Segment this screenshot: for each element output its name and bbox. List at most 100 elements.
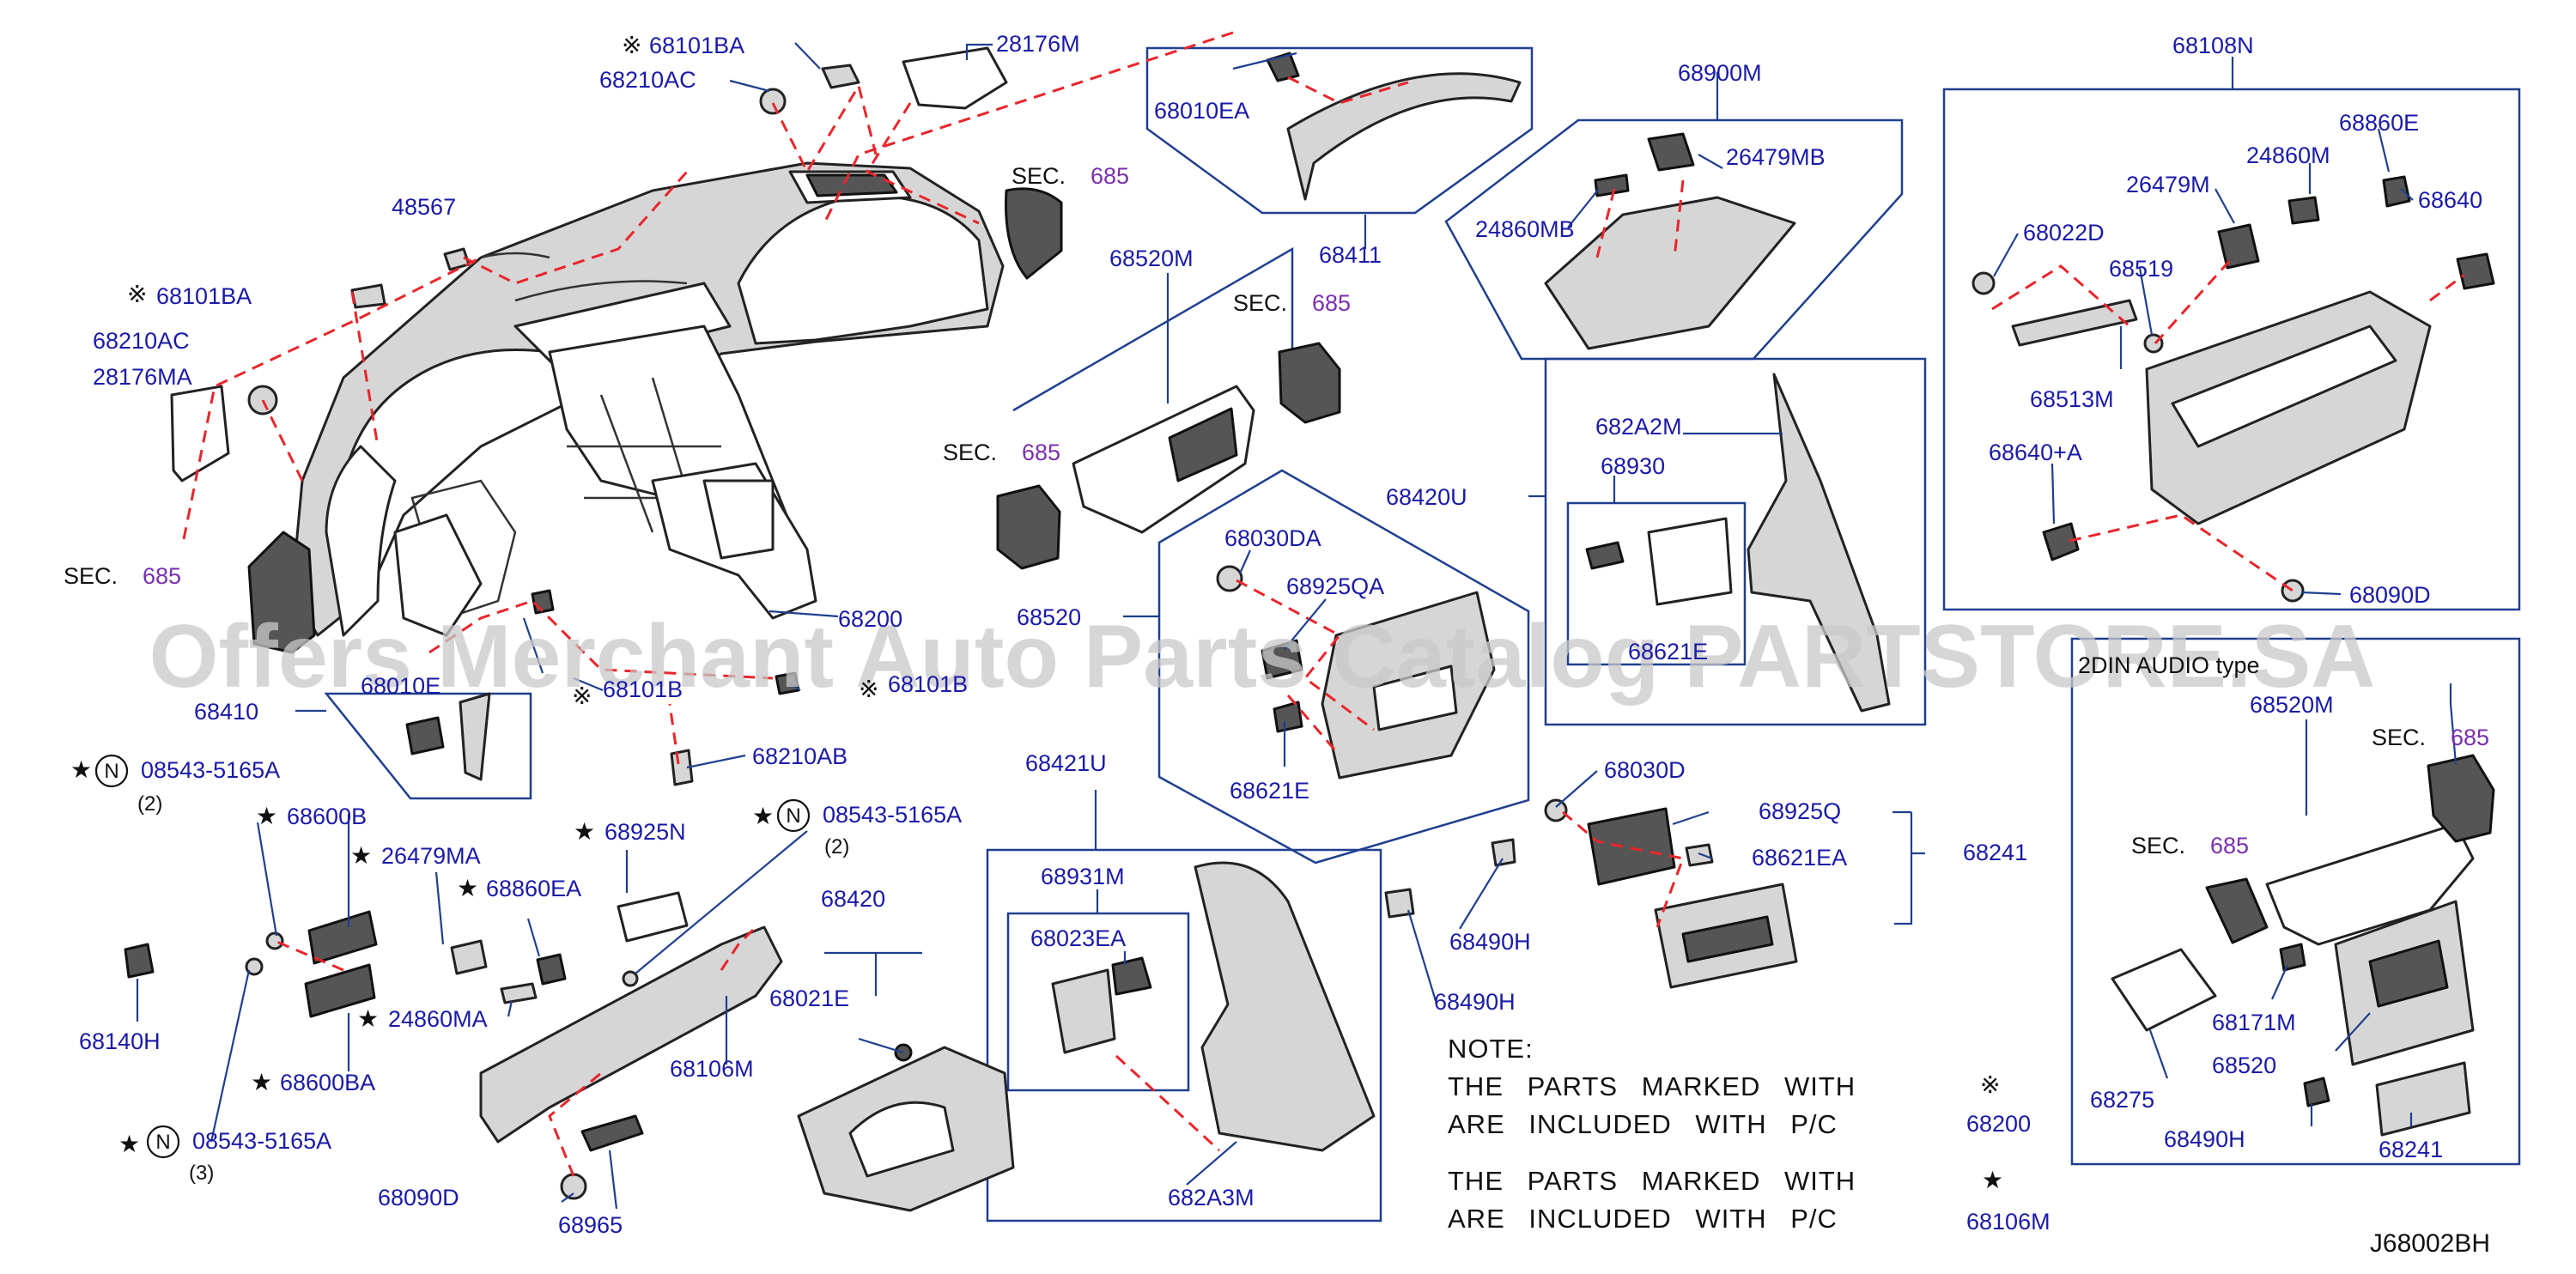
part-label: 68210AB	[752, 743, 848, 769]
asterisk-mark: ※	[1980, 1071, 2000, 1099]
diagram-id: J68002BH	[2370, 1229, 2490, 1258]
part-label: 68420U	[1386, 484, 1467, 510]
part-label: 68030DA	[1224, 525, 1321, 551]
part-label: 26479MA	[381, 843, 481, 869]
part-label: 68621EA	[1752, 845, 1847, 871]
part-label: 68965	[558, 1212, 623, 1238]
asterisk-mark: ※	[859, 675, 878, 703]
part-label: 68513M	[2030, 386, 2114, 412]
asterisk-mark: ※	[572, 682, 592, 710]
sec-label: SEC.	[2131, 833, 2185, 858]
part-label: 68600BA	[280, 1070, 375, 1095]
part-label: 48567	[392, 194, 456, 220]
part-label: 08543-5165A	[823, 802, 962, 828]
instrument-panel-illustration	[290, 161, 1005, 637]
part-label: 68411	[1319, 242, 1382, 268]
part-label: 68860EA	[486, 876, 581, 901]
n-circle-icon	[776, 798, 811, 833]
part-label: 68101B	[603, 676, 683, 702]
part-label: 68010E	[361, 673, 440, 699]
star-mark: ★	[118, 1130, 140, 1158]
note-ref: 68200	[1966, 1111, 2031, 1137]
part-label: 68200	[838, 606, 902, 632]
asterisk-mark: ※	[622, 31, 641, 59]
part-label: 24860MB	[1475, 216, 1575, 242]
part-label: 68621E	[1628, 639, 1708, 664]
box-2din	[2070, 637, 2521, 1166]
inset-title: 2DIN AUDIO type	[2078, 652, 2260, 678]
sec-number: 685	[1312, 290, 1351, 316]
star-mark: ★	[357, 1004, 379, 1033]
star-mark: ★	[350, 841, 372, 870]
part-label: 68241	[2379, 1137, 2443, 1162]
part-label: 68490H	[1434, 989, 1516, 1015]
part-label: 68275	[2090, 1087, 2154, 1113]
part-label: 68925QA	[1286, 573, 1384, 599]
part-label: 68640+A	[1989, 440, 2082, 465]
star-mark: ★	[70, 755, 92, 784]
part-label: 68900M	[1678, 60, 1762, 86]
part-label: 26479MB	[1726, 144, 1826, 170]
part-label: 08543-5165A	[141, 757, 280, 783]
n-circle-letter: N	[786, 804, 800, 828]
assembly-lines	[182, 31, 2465, 1177]
part-label: 24860MA	[388, 1006, 488, 1032]
leader-lines	[136, 42, 2458, 1210]
part-label: 68519	[2109, 256, 2173, 282]
markers: ※ ※ ※ ※ ※ ★ ★ ★ ★ ★ ★ ★ ★ ★ ★ N N N	[70, 31, 2003, 1194]
part-label: 68520M	[1109, 246, 1194, 271]
star-mark: ★	[574, 817, 595, 846]
part-label: 68621E	[1230, 778, 1309, 804]
note-line: THE PARTS MARKED WITH	[1448, 1071, 1856, 1101]
part-label: 68925Q	[1759, 798, 1841, 824]
box-68930	[1566, 501, 1747, 666]
note-line: THE PARTS MARKED WITH	[1448, 1166, 1856, 1196]
part-label: 68640	[2418, 187, 2482, 213]
box-68520M-area	[1012, 246, 1294, 412]
part-label: 68410	[194, 699, 258, 725]
part-label: 68860E	[2339, 110, 2419, 136]
qty-label: (2)	[824, 835, 849, 858]
qty-label: (2)	[137, 792, 162, 816]
part-label: 68931M	[1041, 864, 1125, 889]
n-circle-letter: N	[104, 760, 118, 783]
sec-number: 685	[1091, 163, 1129, 189]
box-68410	[324, 692, 532, 800]
sec-number: 685	[1022, 440, 1060, 465]
note-line: ARE INCLUDED WITH P/C	[1448, 1109, 1838, 1139]
part-label: 68241	[1963, 840, 2027, 865]
note-line: ARE INCLUDED WITH P/C	[1448, 1204, 1838, 1234]
part-label: 68171M	[2212, 1010, 2296, 1035]
watermark: Offers Merchant Auto Parts Catalog PARTS…	[149, 607, 2376, 707]
part-label: 68210AC	[93, 328, 190, 354]
note-heading: NOTE:	[1448, 1034, 1534, 1064]
part-label: 68023EA	[1030, 925, 1126, 951]
sec-number: 685	[2451, 725, 2489, 750]
part-label: 68930	[1601, 453, 1665, 479]
asterisk-mark: ※	[127, 280, 147, 308]
star-mark: ★	[251, 1068, 272, 1096]
part-label: 08543-5165A	[192, 1128, 331, 1154]
star-mark: ★	[752, 802, 774, 830]
part-label: 68420	[821, 886, 885, 912]
part-label: 682A3M	[1168, 1185, 1255, 1210]
part-label: 68021E	[769, 986, 849, 1011]
n-circle-icon	[94, 754, 129, 788]
star-mark: ★	[256, 802, 277, 830]
part-label: 68520	[2212, 1053, 2276, 1078]
part-label: 26479M	[2126, 172, 2210, 197]
sec-number: 685	[2210, 833, 2249, 858]
part-label: 68090D	[378, 1185, 459, 1210]
part-label: 68520M	[2250, 692, 2334, 718]
part-label: 68925N	[605, 819, 686, 845]
part-labels: 68101BA 68210AC 28176M 48567 68101BA 682…	[79, 31, 2482, 1238]
part-label: 24860M	[2246, 143, 2330, 168]
star-mark: ★	[457, 874, 478, 902]
part-label: 68106M	[670, 1056, 754, 1082]
sec-number: 685	[143, 563, 181, 589]
sec-label: SEC.	[64, 563, 118, 589]
n-circle-icon	[146, 1125, 180, 1159]
box-68411	[1145, 46, 1534, 215]
box-68420U	[1544, 357, 1927, 726]
